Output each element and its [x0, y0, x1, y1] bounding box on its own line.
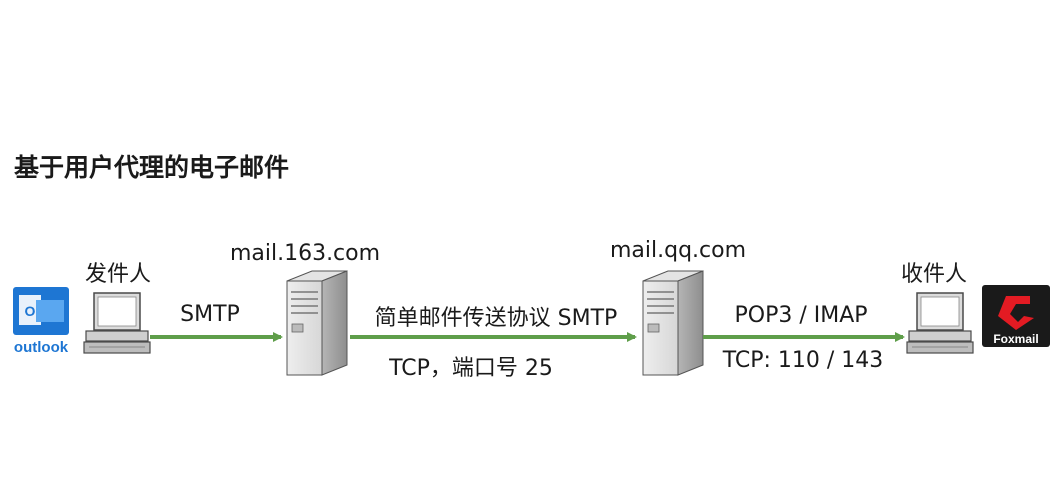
receiver-label: 收件人	[900, 262, 968, 287]
svg-text:O: O	[25, 303, 36, 319]
smtp-relay-transport: TCP，端口号 25	[389, 356, 553, 381]
receiver-server-label: mail.qq.com	[609, 238, 747, 263]
pop3-imap-protocol: POP3 / IMAP	[734, 303, 868, 328]
receiver-server-icon	[642, 270, 704, 376]
outlook-logo: O outlook	[13, 287, 69, 356]
sender-server-label: mail.163.com	[229, 241, 381, 266]
sender-server-icon	[286, 270, 348, 376]
sender-laptop-icon	[83, 292, 151, 354]
svg-text:Foxmail: Foxmail	[993, 332, 1038, 346]
pop3-imap-transport: TCP: 110 / 143	[722, 348, 884, 373]
diagram-title: 基于用户代理的电子邮件	[14, 153, 290, 182]
receiver-laptop-icon	[906, 292, 974, 354]
foxmail-logo: Foxmail	[982, 285, 1050, 347]
smtp-client-protocol: SMTP	[180, 302, 240, 327]
smtp-relay-protocol: 简单邮件传送协议 SMTP	[374, 306, 618, 331]
sender-label: 发件人	[84, 262, 152, 287]
svg-text:outlook: outlook	[14, 339, 69, 356]
